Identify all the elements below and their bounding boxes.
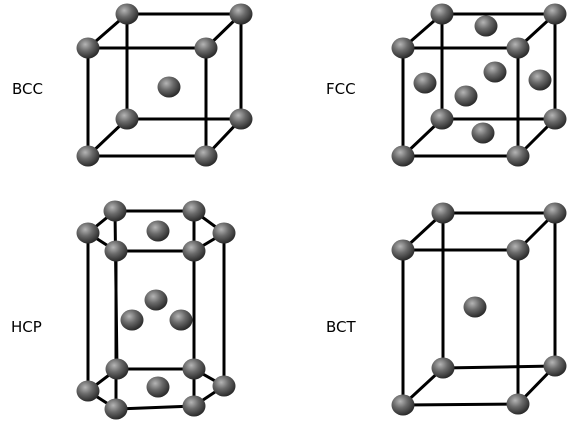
bct-label: BCT <box>326 318 357 336</box>
fcc-corner-atom <box>391 37 415 59</box>
bct-corner-atom <box>391 239 415 261</box>
hcp-vertex-atom <box>76 222 100 244</box>
hcp-interior-atom <box>144 289 168 311</box>
fcc-corner-atom <box>430 108 454 130</box>
hcp-vertex-atom <box>212 375 236 397</box>
bct-center-atom <box>463 296 487 318</box>
fcc-label: FCC <box>326 80 356 98</box>
hcp-face-center-atom <box>146 376 170 398</box>
bcc-corner-atom <box>194 37 218 59</box>
bcc-corner-atom <box>229 108 253 130</box>
fcc-corner-atom <box>543 108 567 130</box>
hcp-vertex-atom <box>105 358 129 380</box>
fcc-corner-atom <box>391 145 415 167</box>
bcc-corner-atom <box>115 3 139 25</box>
bcc-atoms <box>76 3 253 167</box>
hcp-vertex-atom <box>182 358 206 380</box>
fcc-corner-atom <box>430 3 454 25</box>
bct-corner-atom <box>391 394 415 416</box>
fcc-atoms <box>391 3 567 167</box>
hcp-vertex-atom <box>104 240 128 262</box>
bcc-label: BCC <box>12 80 43 98</box>
fcc-face-atom <box>474 15 498 37</box>
fcc-face-atom <box>483 61 507 83</box>
hcp-vertex-atom <box>76 380 100 402</box>
hcp-vertex-atom <box>182 200 206 222</box>
fcc-unit-cell: FCC <box>326 3 567 167</box>
fcc-corner-atom <box>543 3 567 25</box>
hcp-vertex-atom <box>182 240 206 262</box>
bct-corner-atom <box>506 239 530 261</box>
fcc-face-atom <box>471 122 495 144</box>
hcp-atoms <box>76 200 236 420</box>
fcc-face-atom <box>528 69 552 91</box>
bcc-corner-atom <box>76 145 100 167</box>
bct-unit-cell: BCT <box>326 202 567 416</box>
fcc-corner-atom <box>506 37 530 59</box>
bcc-corner-atom <box>194 145 218 167</box>
fcc-face-atom <box>454 85 478 107</box>
hcp-label: HCP <box>11 318 42 336</box>
bcc-corner-atom <box>76 37 100 59</box>
hcp-interior-atom <box>169 309 193 331</box>
hcp-vertex-atom <box>212 222 236 244</box>
fcc-face-atom <box>413 72 437 94</box>
bcc-corner-atom <box>115 108 139 130</box>
bcc-unit-cell: BCC <box>12 3 253 167</box>
hcp-vertex-atom <box>104 398 128 420</box>
hcp-vertex-atom <box>103 200 127 222</box>
bcc-center-atom <box>157 76 181 98</box>
bct-corner-atom <box>431 202 455 224</box>
hcp-unit-cell: HCP <box>11 200 236 420</box>
bct-corner-atom <box>506 393 530 415</box>
hcp-face-center-atom <box>146 220 170 242</box>
bct-corner-atom <box>431 357 455 379</box>
hcp-interior-atom <box>120 309 144 331</box>
hcp-vertex-atom <box>182 395 206 417</box>
bcc-corner-atom <box>229 3 253 25</box>
bct-corner-atom <box>543 355 567 377</box>
bct-atoms <box>391 202 567 416</box>
fcc-corner-atom <box>506 145 530 167</box>
bct-corner-atom <box>543 202 567 224</box>
